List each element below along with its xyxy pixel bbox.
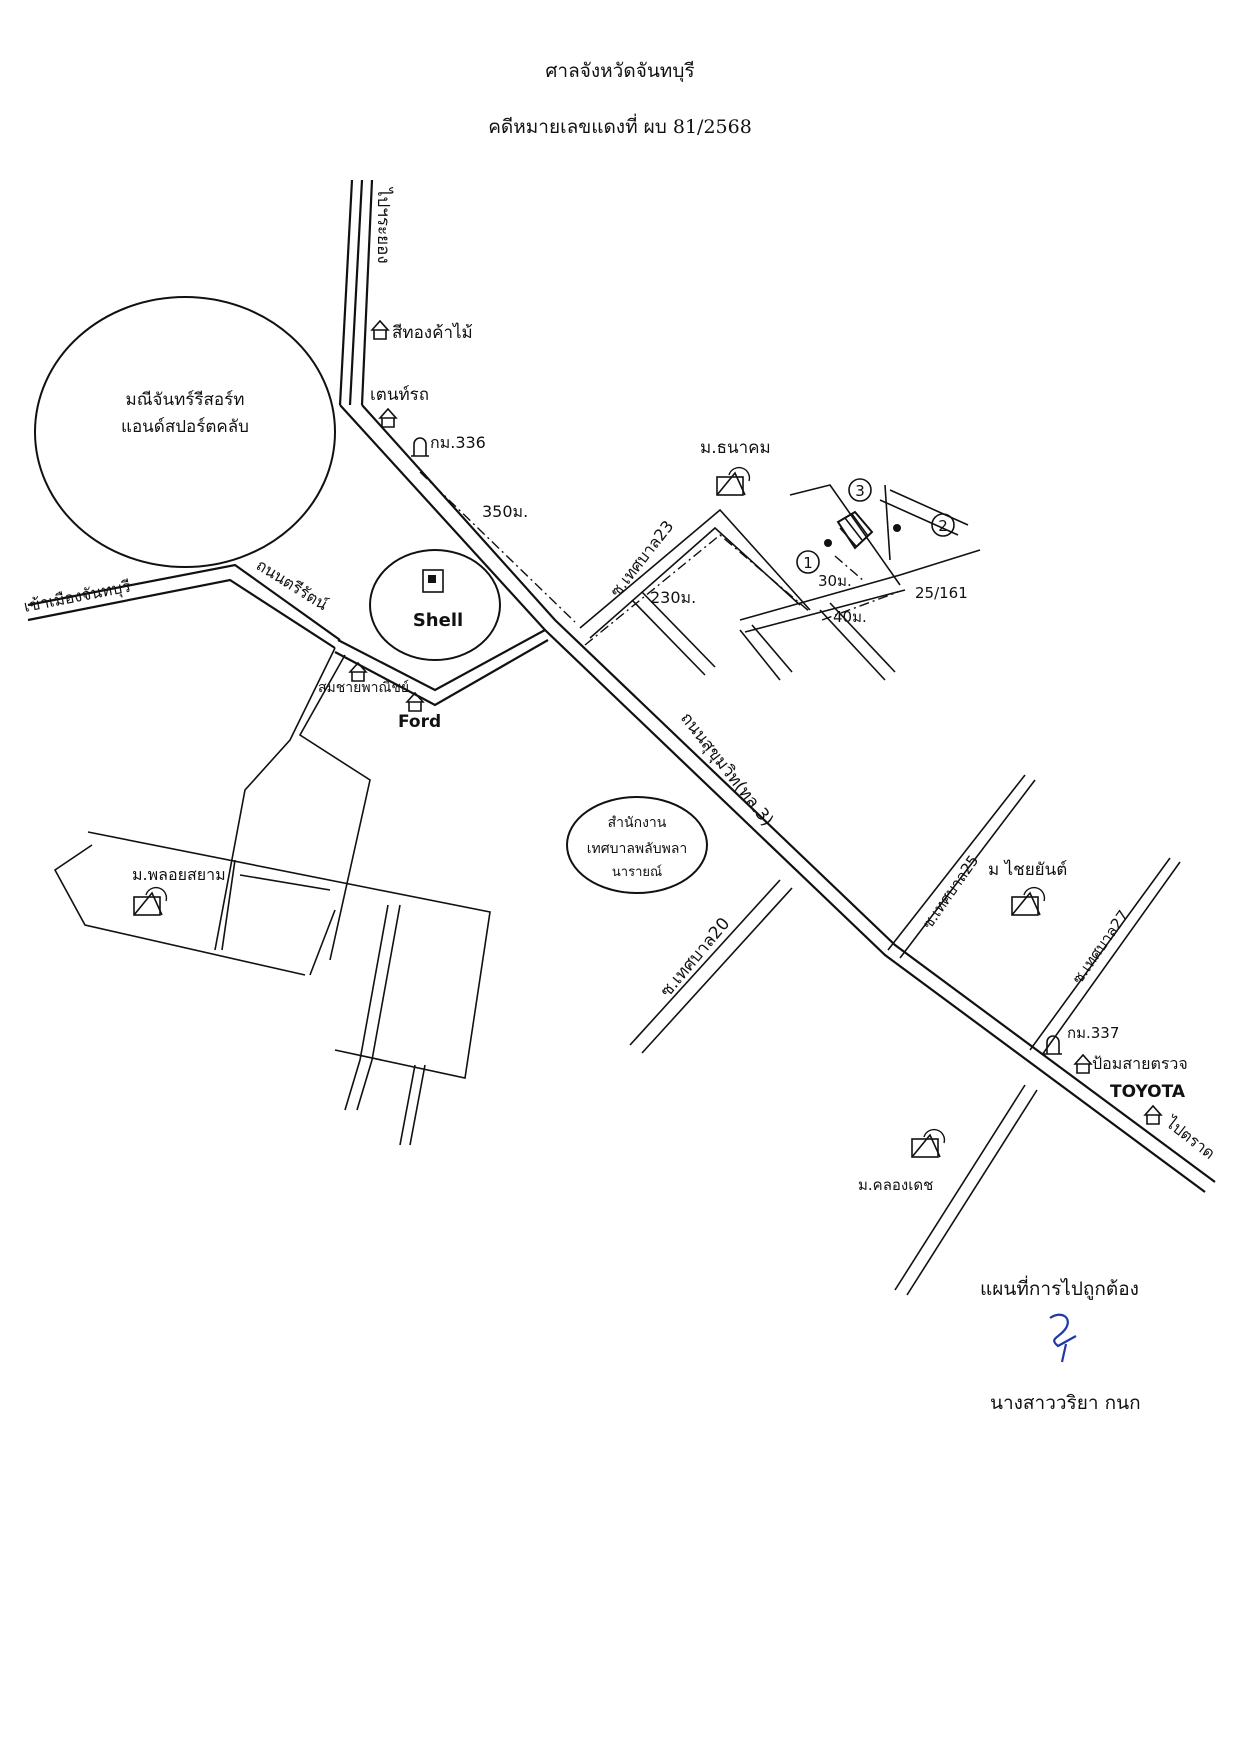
si-thong-label: สีทองค้าไม้: [392, 322, 473, 343]
ford-label: Ford: [398, 712, 441, 732]
village-icon: [1011, 886, 1046, 916]
signature: [1049, 1313, 1077, 1363]
to-trat-label: ไปตราด: [1161, 1112, 1219, 1163]
svg-text:1: 1: [803, 554, 813, 572]
tent-rot-label: เตนท์รถ: [370, 385, 429, 405]
shell-station: [369, 549, 501, 661]
km337-label: กม.337: [1067, 1024, 1119, 1042]
court-title: ศาลจังหวัดจันทบุรี: [545, 60, 695, 82]
resort-label-1: มณีจันทร์รีสอร์ท: [126, 390, 245, 410]
road-to-rayong: [338, 179, 374, 406]
chaiyan-label: ม ไชยยันต์: [988, 859, 1067, 880]
distance-350-label: 350ม.: [482, 502, 528, 521]
village-icon: [716, 466, 751, 496]
soi25-label: ซ.เทศบาล25: [919, 852, 983, 933]
office-label-3: นารายณ์: [612, 864, 662, 880]
office-label-1: สำนักงาน: [608, 815, 667, 831]
marker-3: 3: [848, 478, 872, 502]
house-number-label: 25/161: [915, 584, 968, 602]
marker-2: 2: [931, 513, 955, 537]
house-icon: [406, 692, 424, 712]
sukhumvit-road: [339, 404, 1216, 1193]
fuel-pump-icon: [422, 569, 444, 593]
resort-area: [34, 296, 336, 568]
target-plot: [824, 510, 901, 550]
village-icon: [911, 1128, 946, 1158]
house-icon: [371, 320, 389, 340]
svg-text:3: 3: [855, 482, 865, 500]
soi20-label: ซ.เทศบาล20: [657, 914, 735, 1001]
distance-30-label: 30ม.: [818, 572, 852, 590]
marker-1: 1: [796, 550, 820, 574]
house-icon: [349, 662, 367, 682]
ploysiam-label: ม.พลอยสยาม: [132, 865, 226, 884]
distance-40-label: 40ม.: [833, 608, 867, 626]
soi27-label: ซ.เทศบาล27: [1069, 907, 1133, 988]
case-number: คดีหมายเลขแดงที่ ผบ 81/2568: [488, 116, 752, 138]
house-icon: [379, 408, 397, 428]
soi23-roads: [579, 484, 981, 681]
village-icon: [133, 886, 168, 916]
km-post-icon: [410, 437, 430, 457]
measurement-lines: [419, 471, 899, 646]
house-icon: [1144, 1105, 1162, 1125]
showroom-label: สมชายพาณิชย์: [318, 679, 409, 696]
southeast-roads: [629, 774, 1181, 1296]
tridrat-road: [334, 629, 549, 707]
municipal-office: [566, 796, 708, 894]
to-rayong-label: ไปฯระยอง: [373, 186, 394, 264]
signer-name: นางสาววริยา กนก: [990, 1392, 1141, 1414]
checkpoint-label: ป้อมสายตรวจ: [1092, 1054, 1188, 1073]
resort-label-2: แอนด์สปอร์ตคลับ: [121, 417, 249, 437]
shell-label: Shell: [413, 610, 463, 631]
office-label-2: เทศบาลพลับพลา: [587, 841, 688, 857]
toyota-label: TOYOTA: [1110, 1082, 1186, 1102]
ploysiam-roads: [53, 647, 491, 1146]
certify-text: แผนที่การไปถูกต้อง: [980, 1278, 1139, 1300]
house-icon: [1074, 1054, 1092, 1074]
road-to-city: [27, 563, 341, 649]
distance-230-label: 230ม.: [650, 588, 696, 607]
khlongdet-label: ม.คลองเดช: [858, 1176, 933, 1194]
svg-text:2: 2: [938, 517, 948, 535]
km336-label: กม.336: [430, 433, 486, 452]
tanakom-label: ม.ธนาคม: [700, 438, 771, 458]
